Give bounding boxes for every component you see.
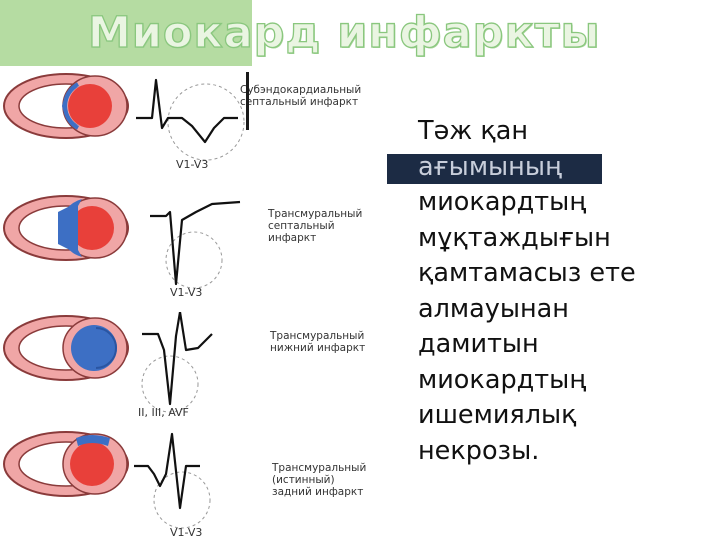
- lead-label: II, III, AVF: [138, 406, 189, 419]
- diagram-row-transmural-posterior: V1-V3 Трансмуральный (истинный) задний и…: [0, 426, 400, 540]
- heart-ecg-diagram-2: [3, 195, 241, 289]
- lead-label: V1-V3: [170, 286, 203, 299]
- definition-text: Тəж қан ағымының миокардтың мұқтаждығын …: [418, 114, 718, 469]
- lead-label: V1-V3: [176, 158, 209, 171]
- definition-line: миокардтың: [418, 364, 587, 395]
- lead-label: V1-V3: [170, 526, 203, 539]
- definition-line: некрозы.: [418, 435, 540, 466]
- definition-line: миокардтың: [418, 187, 587, 217]
- definition-line: ағымының: [418, 151, 562, 182]
- divider-bar: [246, 72, 249, 130]
- diagram-row-transmural-septal: V1-V3 Трансмуральный септальный инфаркт: [0, 190, 400, 300]
- title-background-block: [0, 0, 252, 66]
- infarct-type-label: Субэндокардиальный септальный инфаркт: [240, 84, 362, 108]
- heart-ecg-diagram-4: [3, 431, 211, 529]
- definition-line: қамтамасыз ете: [418, 258, 636, 288]
- infarct-type-label: Трансмуральный септальный инфаркт: [268, 208, 363, 244]
- infarct-type-label: Трансмуральный нижний инфаркт: [270, 330, 366, 354]
- infarct-type-label: Трансмуральный (истинный) задний инфаркт: [272, 462, 367, 498]
- definition-line: мұқтаждығын: [418, 222, 611, 253]
- diagram-row-transmural-inferior: II, III, AVF Трансмуральный нижний инфар…: [0, 312, 400, 422]
- diagram-row-subendocardial-septal: V1-V3 Субэндокардиальный септальный инфа…: [0, 70, 400, 190]
- heart-ecg-diagram-3: [3, 312, 213, 413]
- slide-title: Миокард инфаркты: [87, 7, 601, 58]
- definition-line: алмауынан: [418, 293, 569, 324]
- text-highlight-bar: [387, 154, 602, 184]
- definition-line: дамитын: [418, 329, 539, 359]
- definition-line: Тəж қан: [418, 116, 529, 146]
- definition-line: ишемиялық: [418, 400, 577, 430]
- heart-ecg-diagram-1: [3, 73, 245, 161]
